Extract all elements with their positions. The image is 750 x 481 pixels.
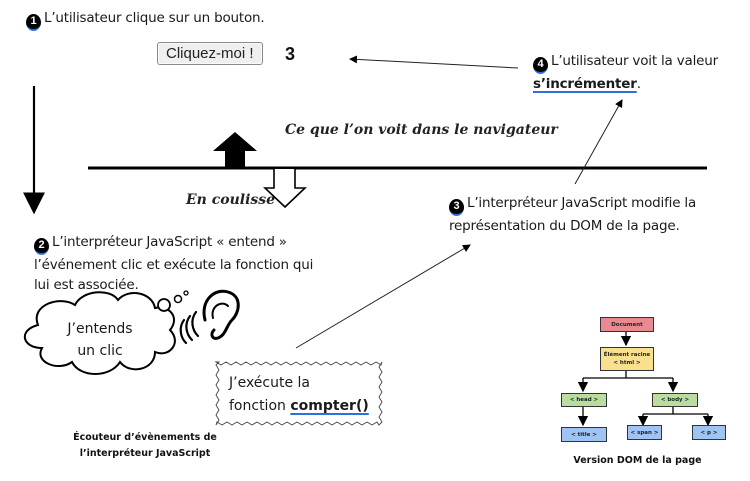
step-4-text: L’utilisateur voit la valeur [551, 53, 718, 69]
step-2-text-line1: L’interpréteur JavaScript « entend » [52, 234, 287, 250]
outline-down-arrow-icon [262, 169, 308, 209]
cloud-text: J’entends un clic [40, 318, 160, 362]
step-1-badge: 1 [26, 14, 41, 31]
cliquez-moi-button[interactable]: Cliquez-moi ! [157, 42, 263, 65]
listener-caption-line2: l’interpréteur JavaScript [79, 448, 211, 459]
counter-value: 3 [285, 44, 296, 64]
exec-function-name: compter() [290, 398, 369, 414]
dom-node-document: Document [600, 317, 654, 332]
step-1-text: L’utilisateur clique sur un bouton. [44, 10, 265, 26]
step-3-text-line2: représentation du DOM de la page. [449, 218, 680, 234]
flow-arrow-step3-to-step4 [574, 99, 623, 185]
filled-up-arrow-icon [213, 132, 257, 167]
exec-text-prefix: fonction [229, 398, 291, 414]
step-2-text-line3: lui est associée. [34, 277, 139, 293]
step-2-badge: 2 [34, 238, 49, 255]
dom-root-line1: Élément racine [603, 352, 651, 358]
dom-caption: Version DOM de la page [573, 455, 702, 466]
step-4-badge: 4 [533, 57, 548, 74]
thought-cloud-icon [24, 290, 189, 375]
flow-arrow-exec-to-step3 [295, 244, 471, 349]
browser-layer-label: Ce que l’on voit dans le navigateur [285, 122, 558, 138]
step-4-bold-text: s’incrémenter [533, 76, 637, 92]
cloud-text-line2: un clic [77, 343, 123, 359]
dom-node-title: < title > [561, 427, 607, 442]
dom-node-span: < span > [627, 425, 662, 440]
listener-caption-line1: Écouteur d’évènements de [73, 432, 217, 443]
exec-text-line1: J’exécute la [229, 375, 311, 391]
dom-node-html-root: Élément racine < html > [600, 347, 654, 371]
cloud-text-line1: J’entends [67, 321, 133, 337]
step-2-text-line2: l’événement clic et exécute la fonction … [34, 257, 314, 273]
step-3-badge: 3 [449, 199, 464, 216]
exec-box-text: J’exécute la fonction compter() [229, 372, 369, 418]
dom-node-head: < head > [561, 393, 607, 407]
zigzag-border [214, 361, 383, 426]
step-4-end: . [636, 76, 641, 92]
dom-tree-connectors [577, 331, 714, 427]
listener-caption: Écouteur d’évènements de l’interpréteur … [60, 430, 230, 462]
dom-root-line2: < html > [613, 360, 641, 366]
flow-arrow-step4-to-counter [349, 55, 519, 69]
ear-icon [179, 289, 240, 345]
dom-node-body: < body > [652, 393, 698, 407]
zigzag-box-frame [214, 361, 383, 426]
step-3-text-line1: L’interpréteur JavaScript modifie la [467, 195, 697, 211]
dom-node-p: < p > [692, 425, 726, 440]
backstage-layer-label: En coulisse [186, 192, 276, 208]
